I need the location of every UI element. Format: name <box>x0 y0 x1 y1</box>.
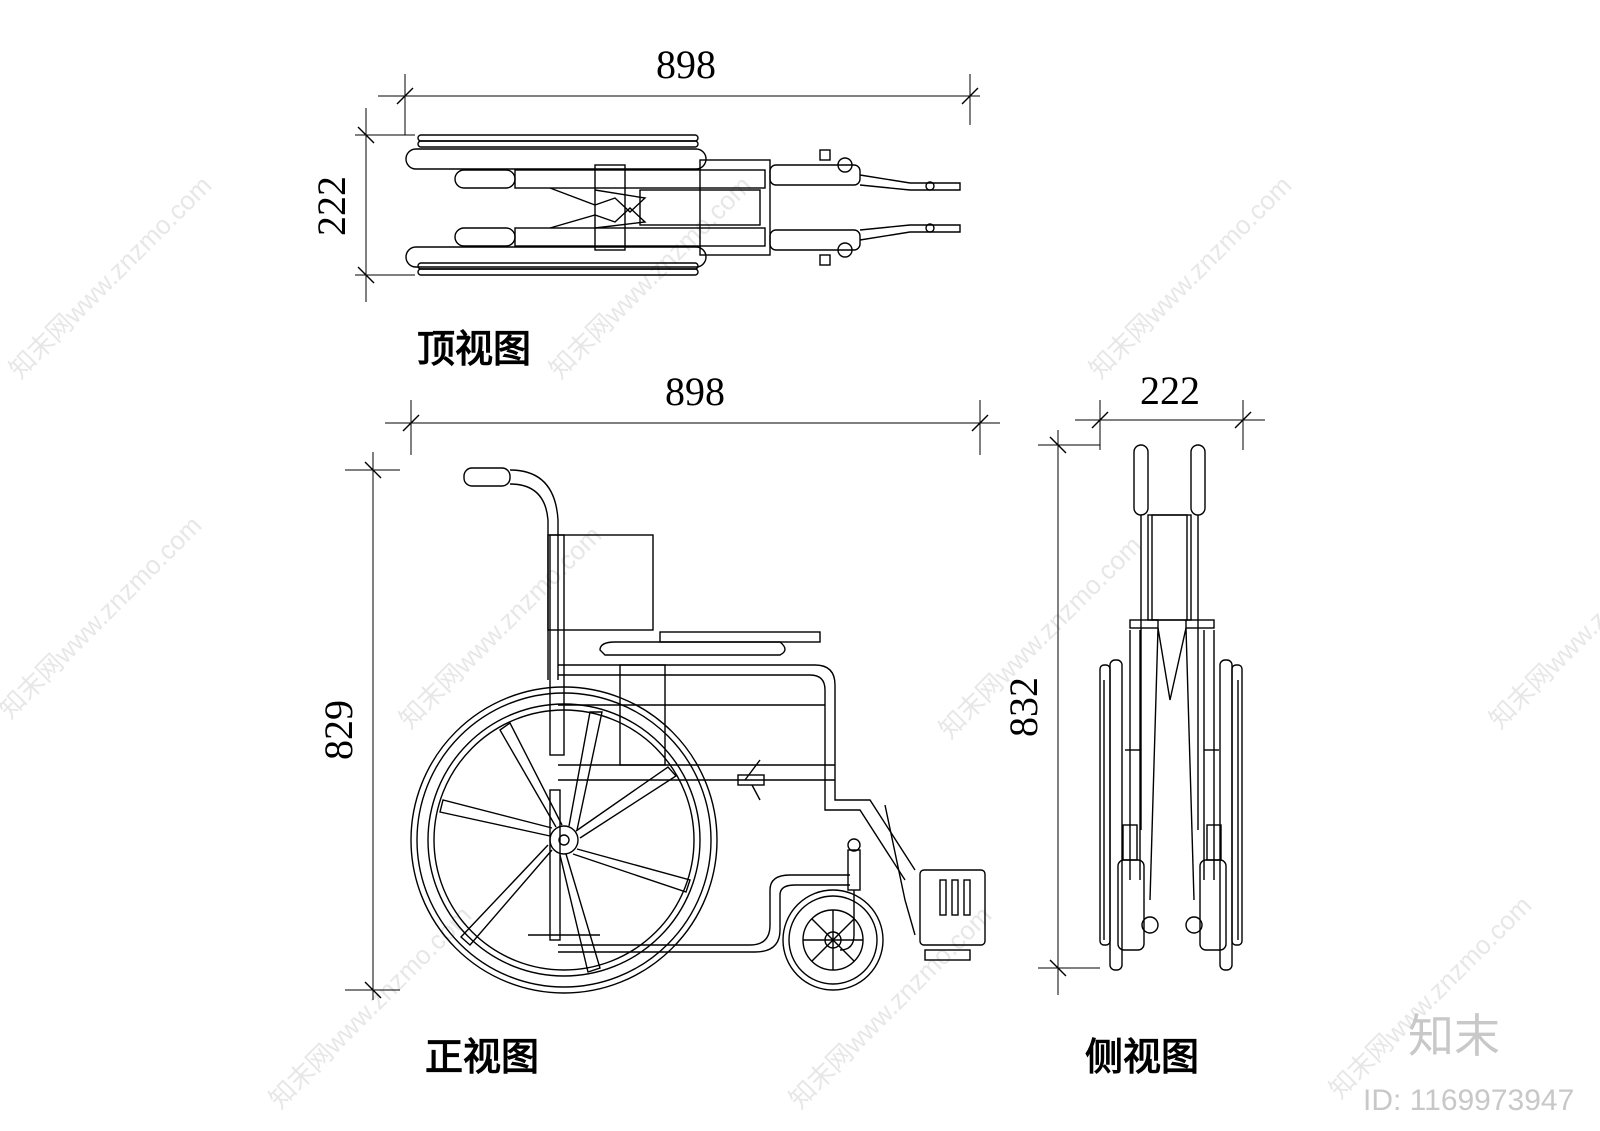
watermark-text: 知末网www.znzmo.com <box>783 900 997 1114</box>
top-view-drawing <box>405 134 961 276</box>
watermark-text: 知末网www.znzmo.com <box>1323 890 1537 1104</box>
image-id: ID: 1169973947 <box>1363 1084 1574 1117</box>
top-view: 898 222 <box>309 42 980 371</box>
top-view-title: 顶视图 <box>417 326 531 371</box>
side-view-width-dimension: 222 <box>1075 368 1265 450</box>
top-view-height-dimension: 222 <box>309 108 415 302</box>
brand-watermark: 知末 ID: 1169973947 <box>1363 1009 1574 1117</box>
watermark-text: 知末网www.znzmo.com <box>0 510 207 724</box>
watermark-text: 知末网www.znzmo.com <box>1083 170 1297 384</box>
side-view-width-label: 222 <box>1140 368 1200 413</box>
brand-logo-text: 知末 <box>1408 1009 1500 1063</box>
watermark-text: 知末网www.znzmo.com <box>263 900 477 1114</box>
top-view-width-label: 898 <box>656 42 716 87</box>
side-view: 222 832 <box>1001 368 1265 1079</box>
wheel-spokes <box>439 711 691 973</box>
side-view-height-label: 832 <box>1001 677 1046 737</box>
watermark-text: 知末网www.znzmo.com <box>543 170 757 384</box>
front-view-width-dimension: 898 <box>385 369 1000 455</box>
front-view: 898 829 <box>316 369 1000 1079</box>
front-view-height-dimension: 829 <box>316 452 400 1000</box>
front-view-title: 正视图 <box>425 1034 539 1079</box>
watermark-text: 知末网www.znzmo.com <box>393 520 607 734</box>
side-view-title: 侧视图 <box>1085 1034 1199 1079</box>
side-view-height-dimension: 832 <box>1001 430 1100 995</box>
top-view-height-label: 222 <box>309 176 354 236</box>
front-view-height-label: 829 <box>316 700 361 760</box>
front-view-drawing <box>410 467 986 994</box>
side-view-drawing <box>1099 444 1243 971</box>
top-view-width-dimension: 898 <box>378 42 980 135</box>
watermark-text: 知末网www.znzmo.com <box>3 170 217 384</box>
front-view-width-label: 898 <box>665 369 725 414</box>
watermark-text: 知末网www.znzmo.com <box>1483 520 1600 734</box>
